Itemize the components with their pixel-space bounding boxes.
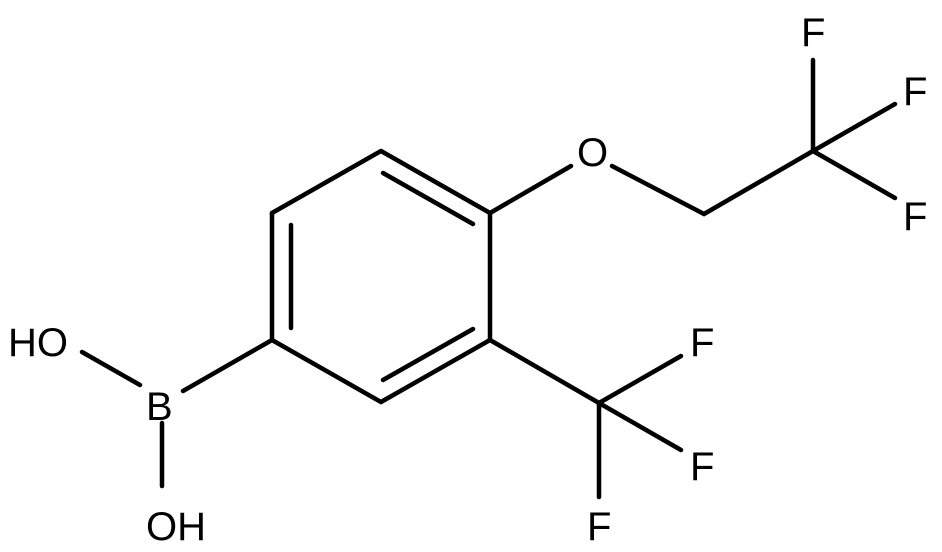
bond-b-oh-top — [79, 349, 143, 388]
bond-ch2-cf3 — [701, 148, 816, 217]
trifluoroethoxy-group: O F F F — [487, 11, 927, 239]
ring-bond-c2-c3 — [269, 148, 384, 216]
ring-bond-c5-c6 — [378, 337, 493, 405]
ring-bond-c5-c6-inner — [380, 326, 476, 383]
atom-label-f-ring-right: F — [690, 445, 714, 489]
bond-o-ch2 — [609, 163, 707, 217]
benzene-ring — [269, 148, 493, 405]
ring-bond-c3-c4 — [378, 148, 493, 216]
bond-chain-f-right — [810, 101, 898, 154]
atom-label-ether-oxygen: O — [577, 131, 608, 175]
boronic-acid-group: HO B OH — [8, 321, 275, 549]
atom-label-ho-top: HO — [8, 321, 68, 365]
bond-ring-cf3 — [487, 337, 602, 406]
ring-trifluoromethyl-group: F F F — [487, 321, 714, 549]
atom-label-f-ring-top: F — [690, 321, 714, 365]
bond-ring-o — [487, 163, 574, 216]
atom-label-f-chain-lower: F — [903, 195, 927, 239]
bond-ring-b — [180, 337, 275, 394]
atom-label-f-ring-bottom: F — [587, 505, 611, 549]
ring-bond-c6-c1 — [269, 337, 384, 405]
ring-bond-c3-c4-inner — [380, 170, 476, 227]
bond-cf3-f-top — [596, 353, 684, 406]
bond-cf3-f-right — [596, 400, 684, 453]
bond-chain-f-lower — [810, 148, 898, 201]
atom-label-boron: B — [146, 385, 173, 429]
atom-label-f-chain-right: F — [903, 70, 927, 114]
atom-label-oh-bottom: OH — [146, 505, 206, 549]
atom-label-f-chain-top: F — [801, 11, 825, 55]
